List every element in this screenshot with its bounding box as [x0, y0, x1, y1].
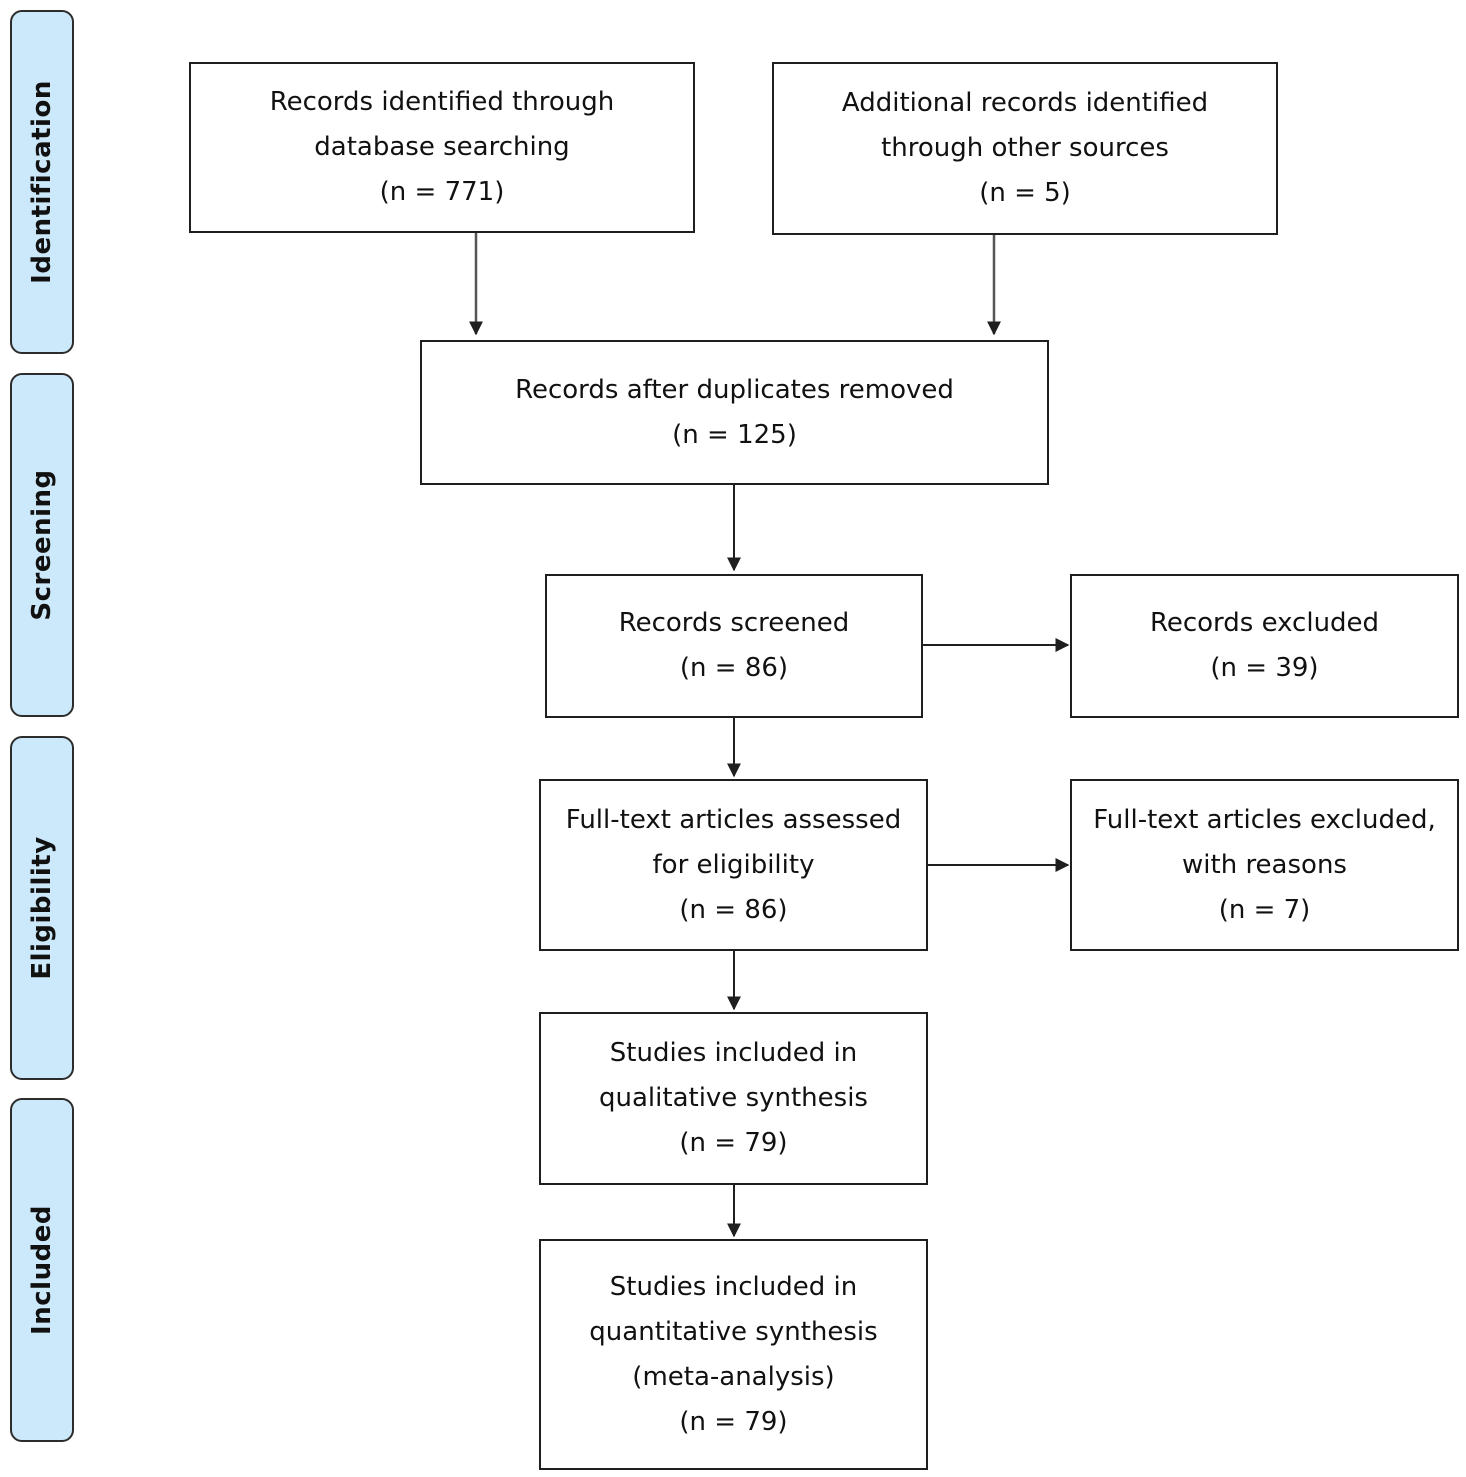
box-line: Full-text articles excluded,	[1093, 804, 1436, 835]
box-line: qualitative synthesis	[599, 1083, 868, 1113]
box-count: (n = 39)	[1210, 653, 1319, 683]
box-fulltext-excluded: Full-text articles excluded, with reason…	[1070, 779, 1459, 951]
box-line: for eligibility	[652, 849, 815, 880]
phase-eligibility: Eligibility	[10, 736, 74, 1080]
box-count: (n = 79)	[679, 1406, 788, 1437]
box-count: (n = 125)	[672, 419, 797, 450]
box-count: (n = 86)	[679, 894, 788, 925]
box-quantitative-synthesis: Studies included in quantitative synthes…	[539, 1239, 928, 1470]
box-records-screened: Records screened (n = 86)	[545, 574, 923, 718]
box-line: Records screened	[618, 608, 850, 638]
box-line: with reasons	[1182, 849, 1347, 880]
box-count: (n = 79)	[679, 1128, 788, 1158]
box-count: (n = 771)	[379, 177, 505, 207]
box-qualitative-synthesis: Studies included in qualitative synthesi…	[539, 1012, 928, 1185]
box-line: Studies included in	[609, 1271, 858, 1302]
box-records-excluded: Records excluded (n = 39)	[1070, 574, 1459, 718]
box-count: (n = 5)	[979, 178, 1071, 208]
box-line: quantitative synthesis	[589, 1316, 878, 1347]
box-line: database searching	[314, 132, 570, 162]
box-count: (n = 86)	[679, 653, 789, 683]
box-database-searching: Records identified through database sear…	[189, 62, 695, 233]
box-fulltext-assessed: Full-text articles assessed for eligibil…	[539, 779, 928, 951]
box-line: Records identified through	[269, 87, 615, 117]
box-line: Studies included in	[609, 1038, 858, 1068]
box-line: through other sources	[881, 133, 1169, 163]
box-line: Additional records identified	[841, 88, 1209, 118]
box-after-duplicates: Records after duplicates removed (n = 12…	[420, 340, 1049, 485]
phase-identification: Identification	[10, 10, 74, 354]
phase-screening: Screening	[10, 373, 74, 717]
box-line: Records excluded	[1149, 608, 1380, 638]
box-other-sources: Additional records identified through ot…	[772, 62, 1278, 235]
box-line: (meta-analysis)	[632, 1361, 835, 1392]
box-count: (n = 7)	[1218, 894, 1311, 925]
box-line: Records after duplicates removed	[515, 374, 954, 405]
phase-included: Included	[10, 1098, 74, 1442]
box-line: Full-text articles assessed	[565, 804, 902, 835]
